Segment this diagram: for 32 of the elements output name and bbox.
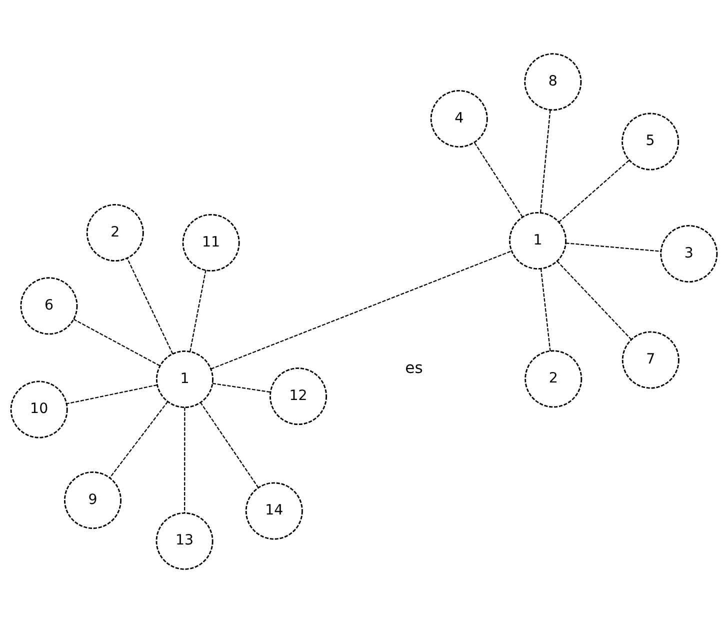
connector xyxy=(126,258,174,354)
connector xyxy=(556,260,632,340)
connector xyxy=(66,384,158,404)
connector xyxy=(184,407,186,513)
node-circle: 10 xyxy=(10,380,68,438)
node-circle: 4 xyxy=(430,90,488,148)
node-circle: 11 xyxy=(182,214,240,272)
label: es xyxy=(405,358,423,377)
connector xyxy=(200,402,259,488)
node-circle: 14 xyxy=(245,482,303,540)
connector xyxy=(73,318,160,366)
node-circle: 8 xyxy=(524,53,582,111)
node-circle: 6 xyxy=(20,277,78,335)
connector xyxy=(558,160,630,222)
connector xyxy=(190,270,206,352)
node-circle: 9 xyxy=(64,471,122,529)
node-circle: 13 xyxy=(156,512,214,570)
connector xyxy=(540,268,551,352)
connector xyxy=(109,401,168,478)
node-circle: 1 xyxy=(156,350,214,408)
node-circle: 7 xyxy=(622,331,680,389)
connector xyxy=(212,382,270,393)
connector xyxy=(474,142,523,218)
connector xyxy=(210,250,512,370)
node-circle: 1 xyxy=(509,212,567,270)
node-circle: 12 xyxy=(270,368,328,426)
node-circle: 2 xyxy=(524,350,582,408)
node-circle: 5 xyxy=(622,112,680,170)
node-circle: 3 xyxy=(660,224,718,283)
connector xyxy=(540,110,551,213)
connector xyxy=(566,242,661,252)
node-circle: 2 xyxy=(86,204,144,262)
